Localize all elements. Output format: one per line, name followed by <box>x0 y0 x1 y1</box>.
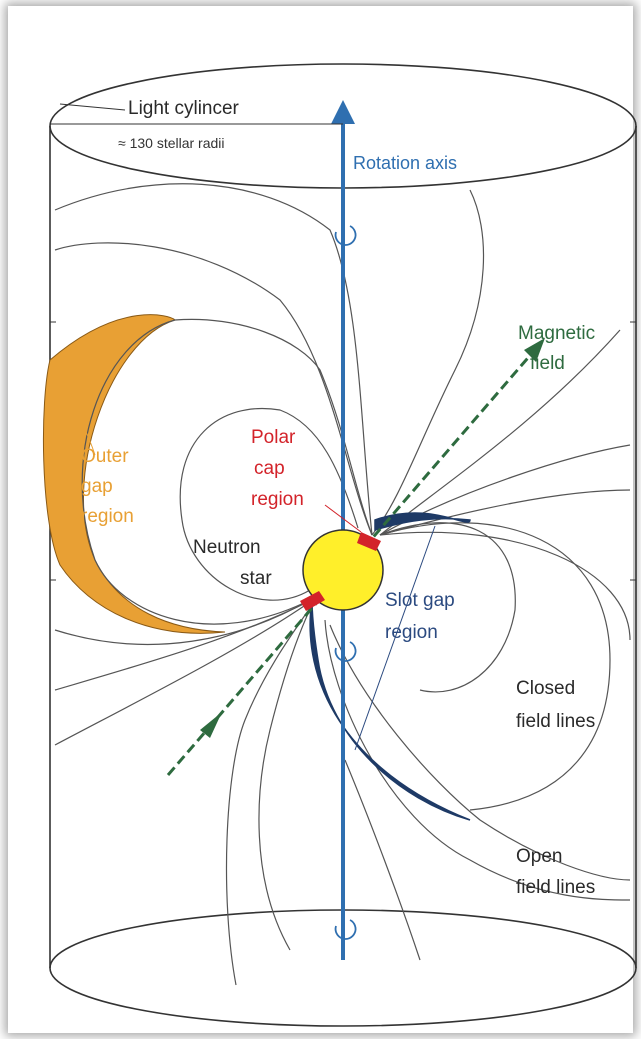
open-field-lines-label: Open field lines <box>516 846 595 898</box>
magnetic-field-label: Magnetic field <box>518 323 600 374</box>
outer-gap-region <box>42 314 226 634</box>
light-cylinder-label: Light cylincer <box>128 98 240 119</box>
closed-field-lines-label: Closed field lines <box>516 678 595 732</box>
diagram-frame <box>8 6 633 1033</box>
neutron-star <box>302 529 384 611</box>
neutron-star-label: Neutron star <box>193 537 272 589</box>
slot-gap-region <box>309 512 471 821</box>
polar-cap-region-label: Polar cap region <box>251 427 304 510</box>
leader-lines <box>50 103 436 751</box>
magnetic-arrow-icon <box>524 338 545 362</box>
polar-cap-upper <box>357 532 381 551</box>
magnetic-arrow-icon <box>200 712 222 738</box>
polar-cap-lower <box>300 591 325 611</box>
light-cylinder-radius-label: ≈ 130 stellar radii <box>118 135 225 151</box>
rotation-axis-label: Rotation axis <box>353 153 457 173</box>
slot-gap-region-label: Slot gap region <box>385 590 460 643</box>
field-lines <box>54 183 631 986</box>
outer-gap-region-label: Outer gap region <box>81 446 134 527</box>
counterclockwise-rotation-icon <box>334 225 357 940</box>
